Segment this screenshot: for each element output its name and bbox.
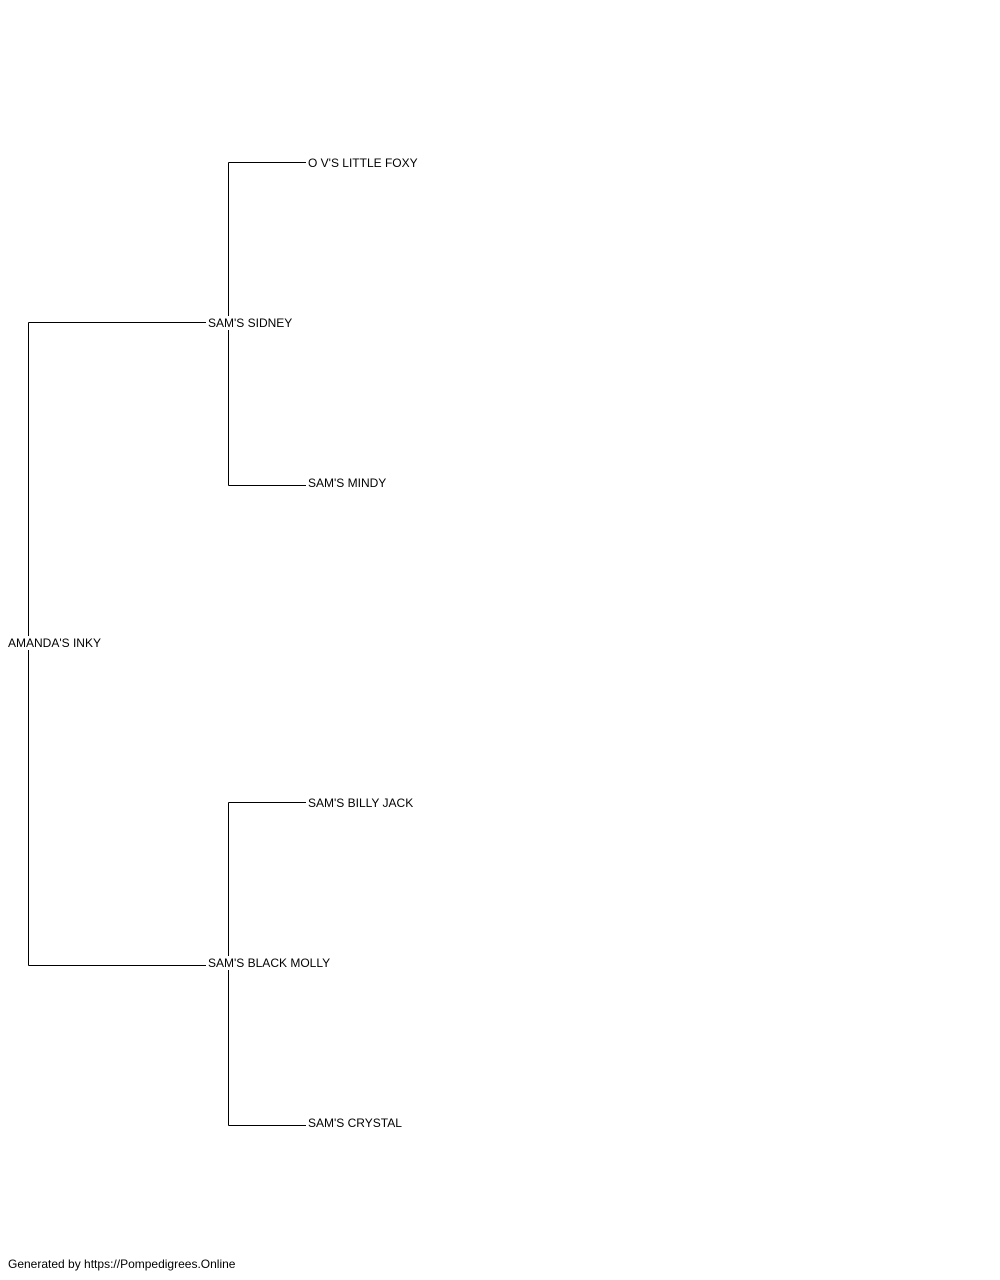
dam-dam-name: SAM'S CRYSTAL	[308, 1116, 402, 1130]
footer-credit: Generated by https://Pompedigrees.Online	[8, 1257, 236, 1271]
dam-name: SAM'S BLACK MOLLY	[206, 956, 333, 970]
sire-dam-name: SAM'S MINDY	[308, 476, 387, 490]
dam-sire-name: SAM'S BILLY JACK	[308, 796, 414, 810]
sire-name: SAM'S SIDNEY	[206, 316, 295, 330]
subject-name: AMANDA'S INKY	[6, 636, 103, 650]
sire-sire-name: O V'S LITTLE FOXY	[308, 156, 418, 170]
